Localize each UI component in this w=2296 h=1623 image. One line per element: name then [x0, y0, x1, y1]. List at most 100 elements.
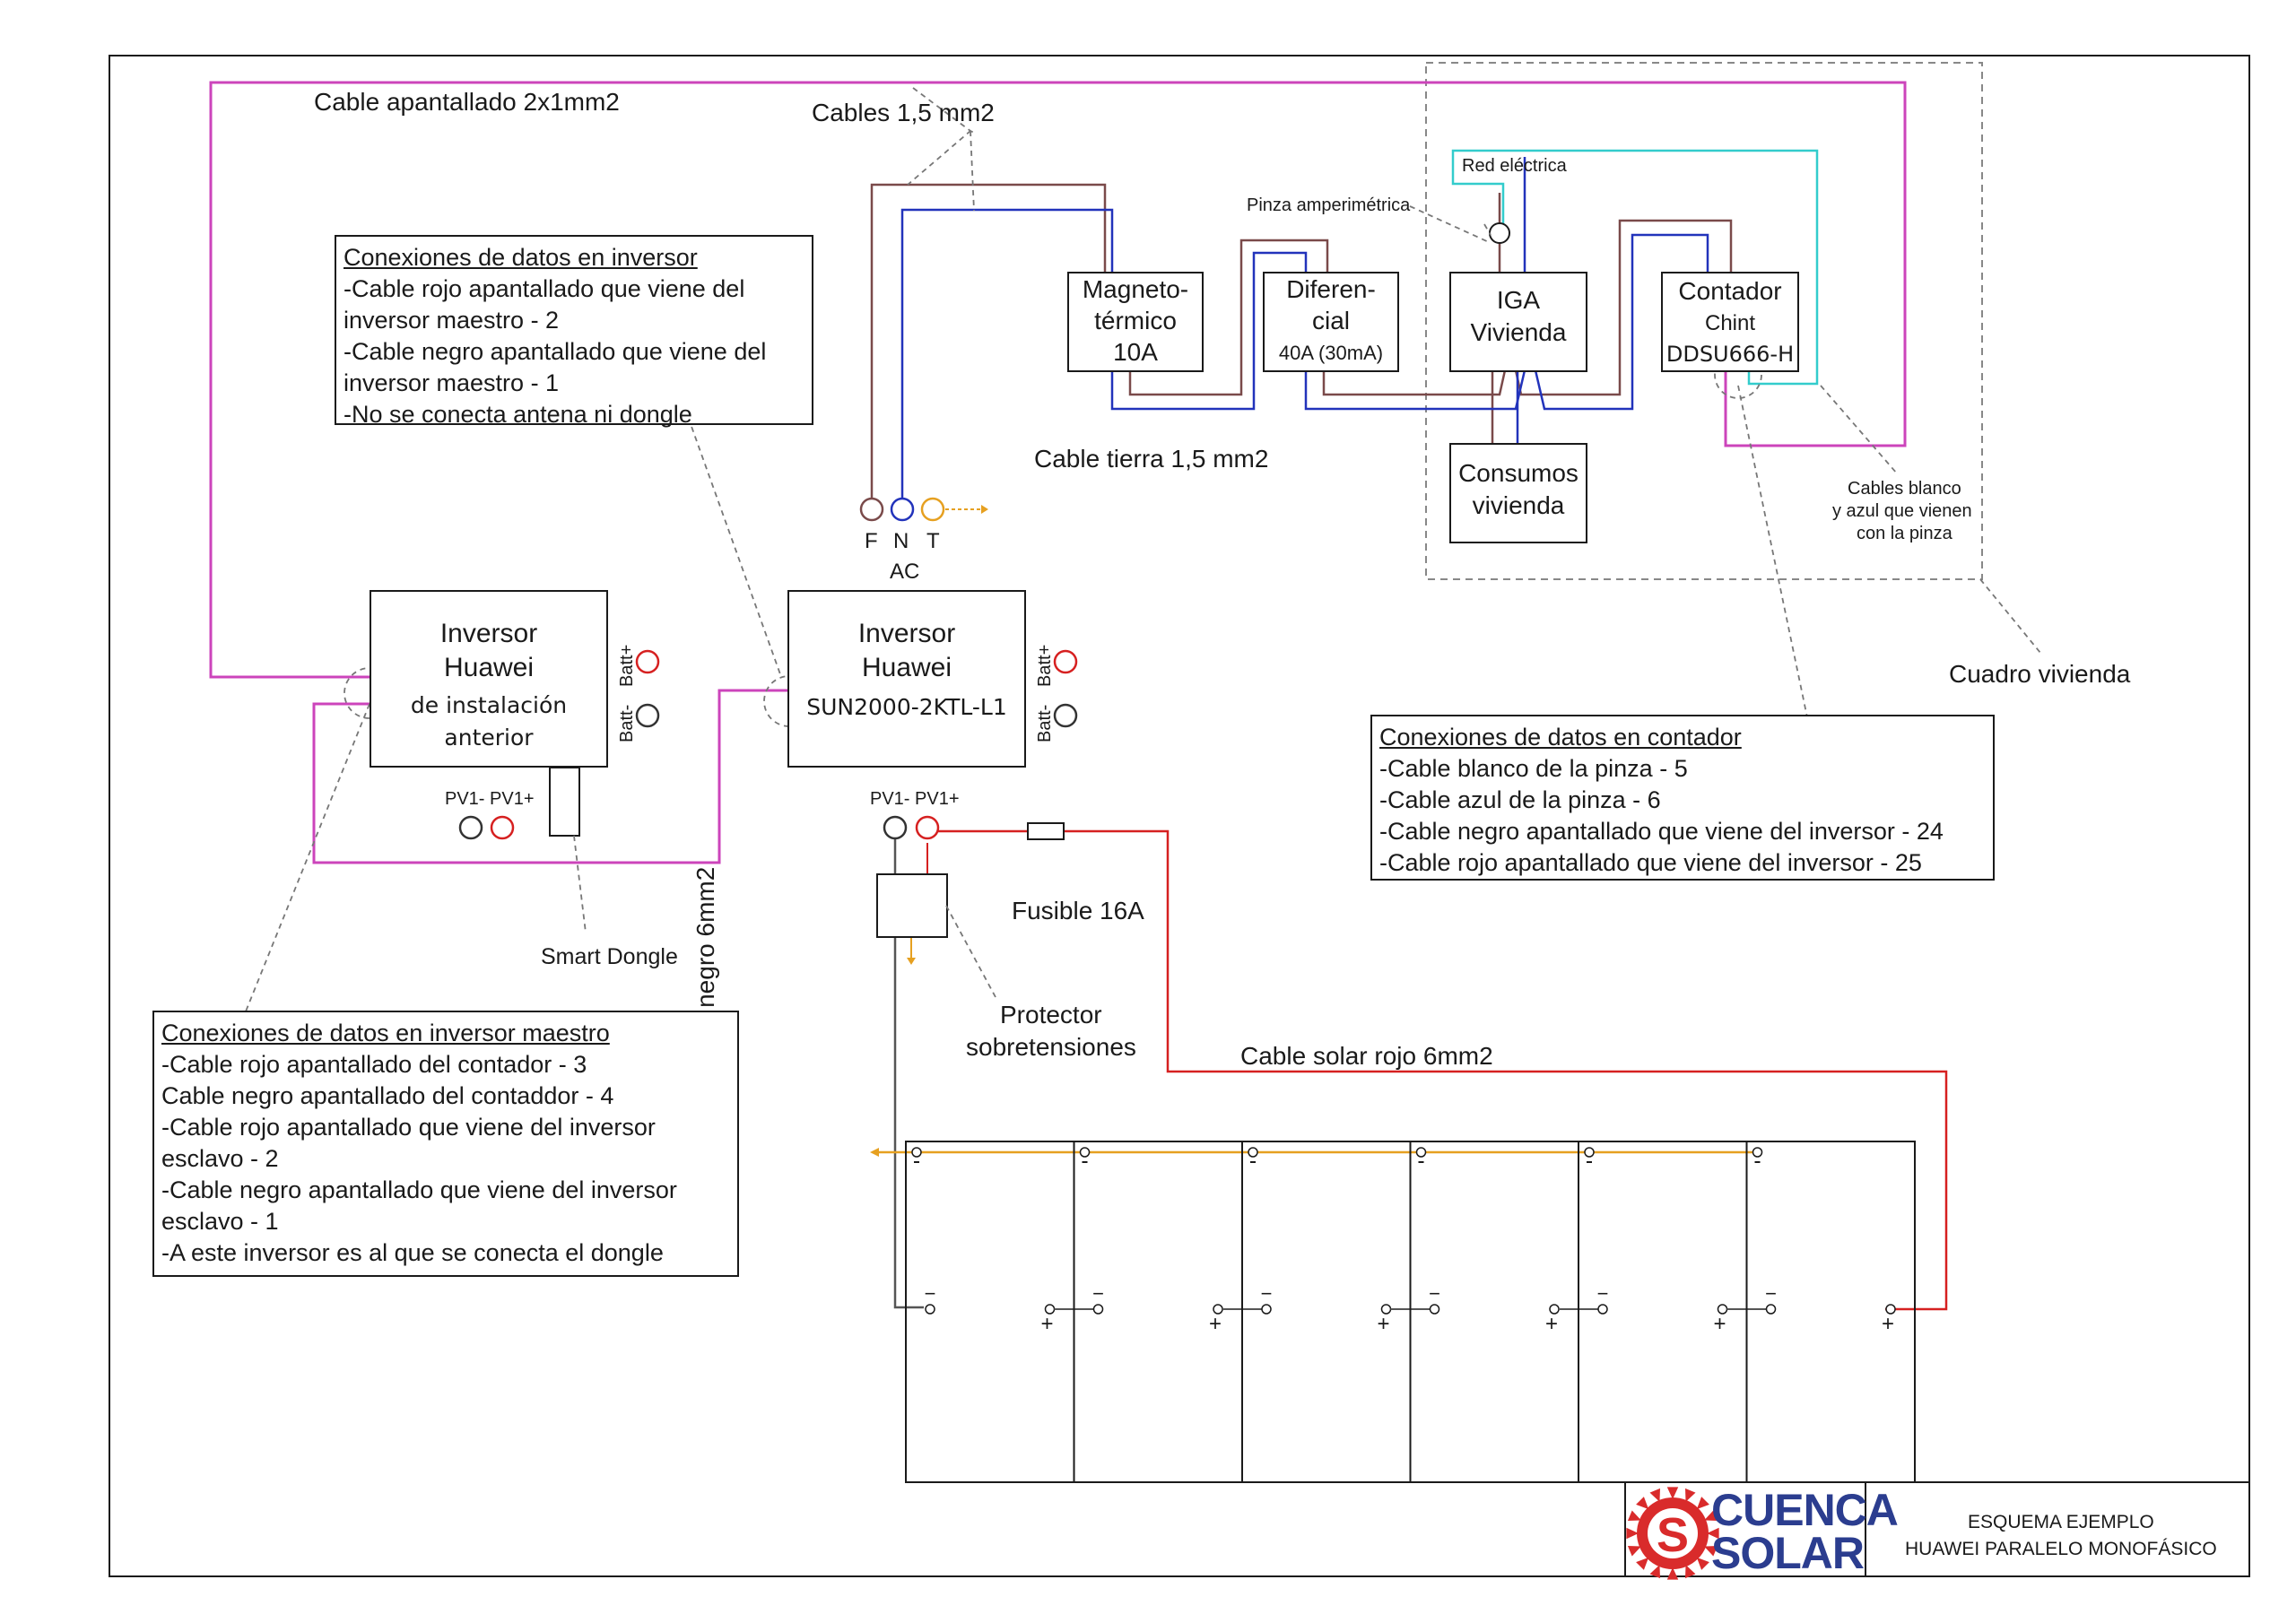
panel-minus-symbol: −: [1597, 1282, 1609, 1305]
logo-sun-ray: [1696, 1497, 1709, 1510]
shielded-data-cable: [209, 81, 1907, 679]
logo-sun-ray: [1704, 1510, 1718, 1521]
note-title: Conexiones de datos en inversor maestro: [161, 1020, 610, 1046]
home-consumption: Consumos vivienda: [1449, 443, 1587, 543]
cables-15-label: Cables 1,5 mm2: [812, 99, 995, 126]
note-line: -Cable azul de la pinza - 6: [1379, 786, 1661, 813]
note-line: -Cable rojo apantallado que viene del: [344, 275, 745, 302]
cuenca-solar-logo-mark: S: [1626, 1487, 1719, 1580]
inverter-master: Inversor Huawei de instalación anterior: [370, 590, 608, 768]
solar-positive-cable: [1064, 829, 1948, 1311]
note-title: Conexiones de datos en contador: [1379, 724, 1742, 751]
inverter-label: Huawei: [861, 653, 952, 682]
panel-ground-terminal: [911, 1147, 922, 1158]
neutral-cable: [1304, 369, 1526, 411]
note-line: -Cable rojo apantallado del contador - 3: [161, 1051, 587, 1078]
consumption-label: Consumos: [1458, 459, 1578, 487]
note-line: -Cable blanco de la pinza - 5: [1379, 755, 1688, 782]
panel-minus-terminal: [1765, 1304, 1777, 1315]
ac-f-label: F: [865, 529, 878, 553]
cable-tierra-label: Cable tierra 1,5 mm2: [1034, 445, 1269, 473]
logo-sun-ray: [1627, 1510, 1641, 1521]
pv-plus-terminal-left: [490, 815, 515, 840]
batt-minus-label-left: Batt-: [617, 704, 637, 742]
logo-sun-ray: [1696, 1557, 1709, 1570]
panel-minus-symbol: −: [1765, 1282, 1777, 1305]
svg-text:S: S: [1657, 1508, 1689, 1562]
surge-protector: [876, 873, 948, 938]
logo-sun-ray: [1627, 1546, 1641, 1557]
pv-plus-terminal-right: [915, 815, 940, 840]
meter-label: Chint: [1704, 311, 1756, 335]
panel-plus-symbol: +: [1209, 1312, 1222, 1336]
logo-sun-ray: [1636, 1497, 1649, 1510]
cuadro-vivienda-boundary: [1425, 62, 1983, 580]
breaker-iga: IGA Vivienda: [1449, 272, 1587, 372]
leader-lines: [245, 87, 2041, 1012]
fusible-label: Fusible 16A: [1012, 897, 1144, 924]
energy-meter-chint: Contador Chint DDSU666-H: [1661, 272, 1799, 372]
panel-minus-terminal: [1092, 1304, 1104, 1315]
inverter-model: SUN2000-2KTL-L1: [806, 694, 1007, 720]
note-line: -Cable rojo apantallado que viene del in…: [161, 1114, 656, 1141]
panel-plus-symbol: +: [1377, 1312, 1389, 1336]
iga-label: IGA: [1496, 286, 1541, 314]
spd-ground-arrow: [907, 958, 916, 965]
note-title: Conexiones de datos en inversor: [344, 244, 698, 271]
solar-positive-cable: [927, 827, 1028, 833]
protector-label: sobretensiones: [966, 1033, 1136, 1061]
meter-label: Contador: [1678, 277, 1782, 305]
red-electrica-label: Red eléctrica: [1462, 156, 1567, 176]
panel-minus-symbol: −: [1261, 1282, 1273, 1305]
logo-sun-ray: [1685, 1565, 1696, 1579]
logo-sun-ray: [1685, 1488, 1696, 1502]
cables-blanco-label: y azul que vienen: [1832, 501, 1972, 521]
logo-sun-ray: [1649, 1565, 1660, 1579]
note-line: inversor maestro - 2: [344, 307, 560, 334]
ac-terminal-t: [920, 497, 945, 522]
panel-plus-symbol: +: [1713, 1312, 1726, 1336]
breaker-label: Magneto-: [1082, 275, 1189, 303]
pv-minus-terminal-left: [458, 815, 483, 840]
logo-sun-ray: [1626, 1527, 1639, 1540]
consumption-label: vivienda: [1472, 491, 1565, 519]
logo-text-top: CUENCA: [1711, 1485, 1899, 1535]
title-line-2: HUAWEI PARALELO MONOFÁSICO: [1905, 1539, 2217, 1559]
panel-ground-arrow: [870, 1148, 879, 1157]
note-line: -Cable negro apantallado que viene del i…: [161, 1176, 677, 1203]
ac-n-label: N: [893, 529, 909, 553]
breaker-magnetotermico: Magneto- térmico 10A: [1067, 272, 1204, 372]
smart-dongle: [549, 767, 580, 837]
inverter-label: Inversor: [439, 619, 538, 648]
clamp-cable: [1451, 149, 1819, 386]
panel-plus-symbol: +: [1545, 1312, 1558, 1336]
logo-sun-ray: [1707, 1527, 1719, 1540]
pinza-label: Pinza amperimétrica: [1247, 195, 1411, 215]
neutral-cable: [1534, 233, 1709, 411]
inverter-slave: Inversor Huawei SUN2000-2KTL-L1: [787, 590, 1026, 768]
inverter-label: Huawei: [443, 653, 535, 682]
panel-minus-symbol: −: [1092, 1282, 1104, 1305]
panel-minus-symbol: −: [925, 1282, 936, 1305]
panel-ground-terminal: [1752, 1147, 1763, 1158]
batt-plus-terminal-right: [1053, 649, 1078, 674]
note-line: esclavo - 2: [161, 1145, 279, 1172]
logo-sun-ray: [1636, 1557, 1649, 1570]
panel-ground-terminal: [1079, 1147, 1091, 1158]
rcd-label: Diferen-: [1286, 275, 1376, 303]
cables-blanco-label: con la pinza: [1857, 524, 1952, 543]
logo-text-bottom: SOLAR: [1711, 1528, 1865, 1578]
panel-ground-terminal: [1415, 1147, 1427, 1158]
note-line: -Cable negro apantallado que viene del i…: [1379, 818, 1944, 845]
logo-sun-ray: [1666, 1487, 1679, 1499]
batt-plus-label-right: Batt+: [1035, 644, 1055, 687]
pv-terminals-left-label: PV1- PV1+: [445, 789, 535, 809]
cable-apantallado-label: Cable apantallado 2x1mm2: [314, 88, 620, 116]
note-inversor-maestro: Conexiones de datos en inversor maestro …: [152, 1011, 739, 1277]
meter-label: DDSU666-H: [1665, 342, 1795, 367]
batt-minus-terminal-right: [1053, 703, 1078, 728]
pv-terminals-right-label: PV1- PV1+: [870, 789, 960, 809]
note-contador: Conexiones de datos en contador -Cable b…: [1370, 715, 1995, 881]
panel-minus-terminal: [1429, 1304, 1440, 1315]
breaker-label: térmico: [1094, 307, 1177, 334]
